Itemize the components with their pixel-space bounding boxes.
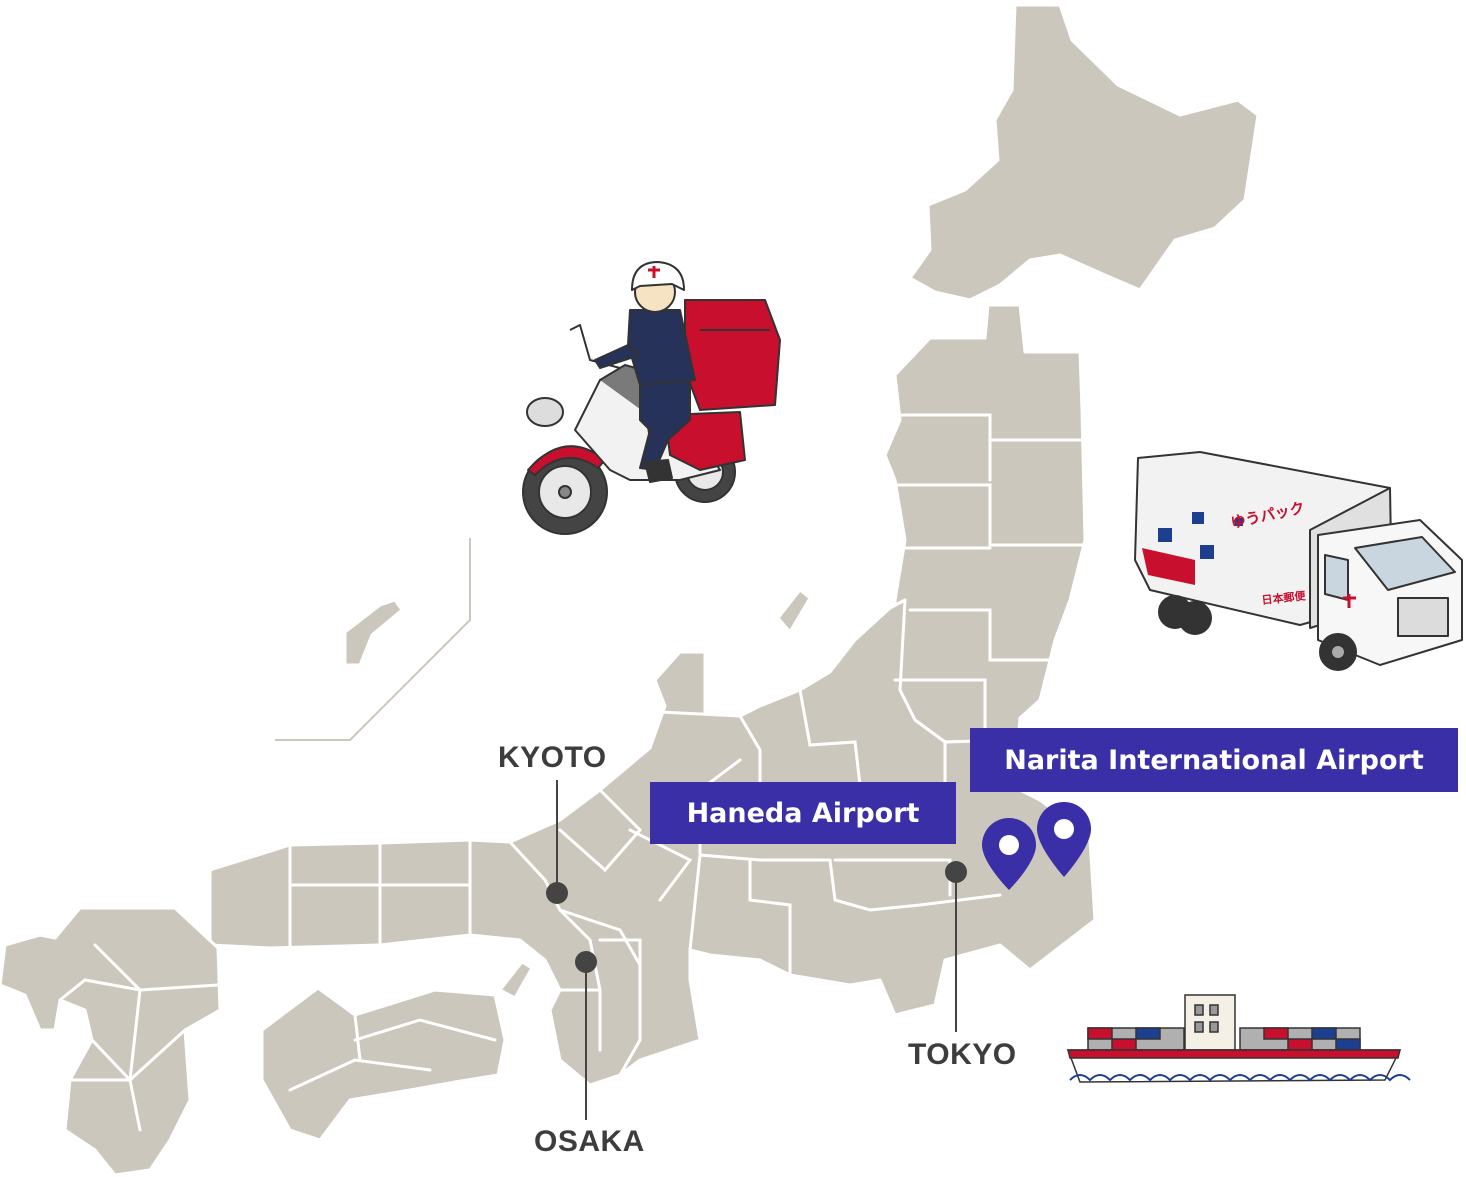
osaka-marker (575, 951, 597, 973)
osaka-label: OSAKA (534, 1125, 645, 1158)
tokyo-label: TOKYO (908, 1038, 1017, 1071)
hokkaido-region (908, 3, 1260, 302)
inset-divider (275, 538, 471, 741)
tokyo-marker (945, 861, 967, 883)
haneda-pin-icon (982, 818, 1036, 890)
truck-company-text: 日本郵便 (1261, 588, 1307, 607)
kyoto-marker (546, 882, 568, 904)
haneda-airport-label: Haneda Airport (650, 782, 956, 844)
narita-pin-icon (1037, 802, 1091, 877)
narita-airport-label: Narita International Airport (970, 728, 1458, 792)
kyoto-label: KYOTO (498, 741, 607, 774)
